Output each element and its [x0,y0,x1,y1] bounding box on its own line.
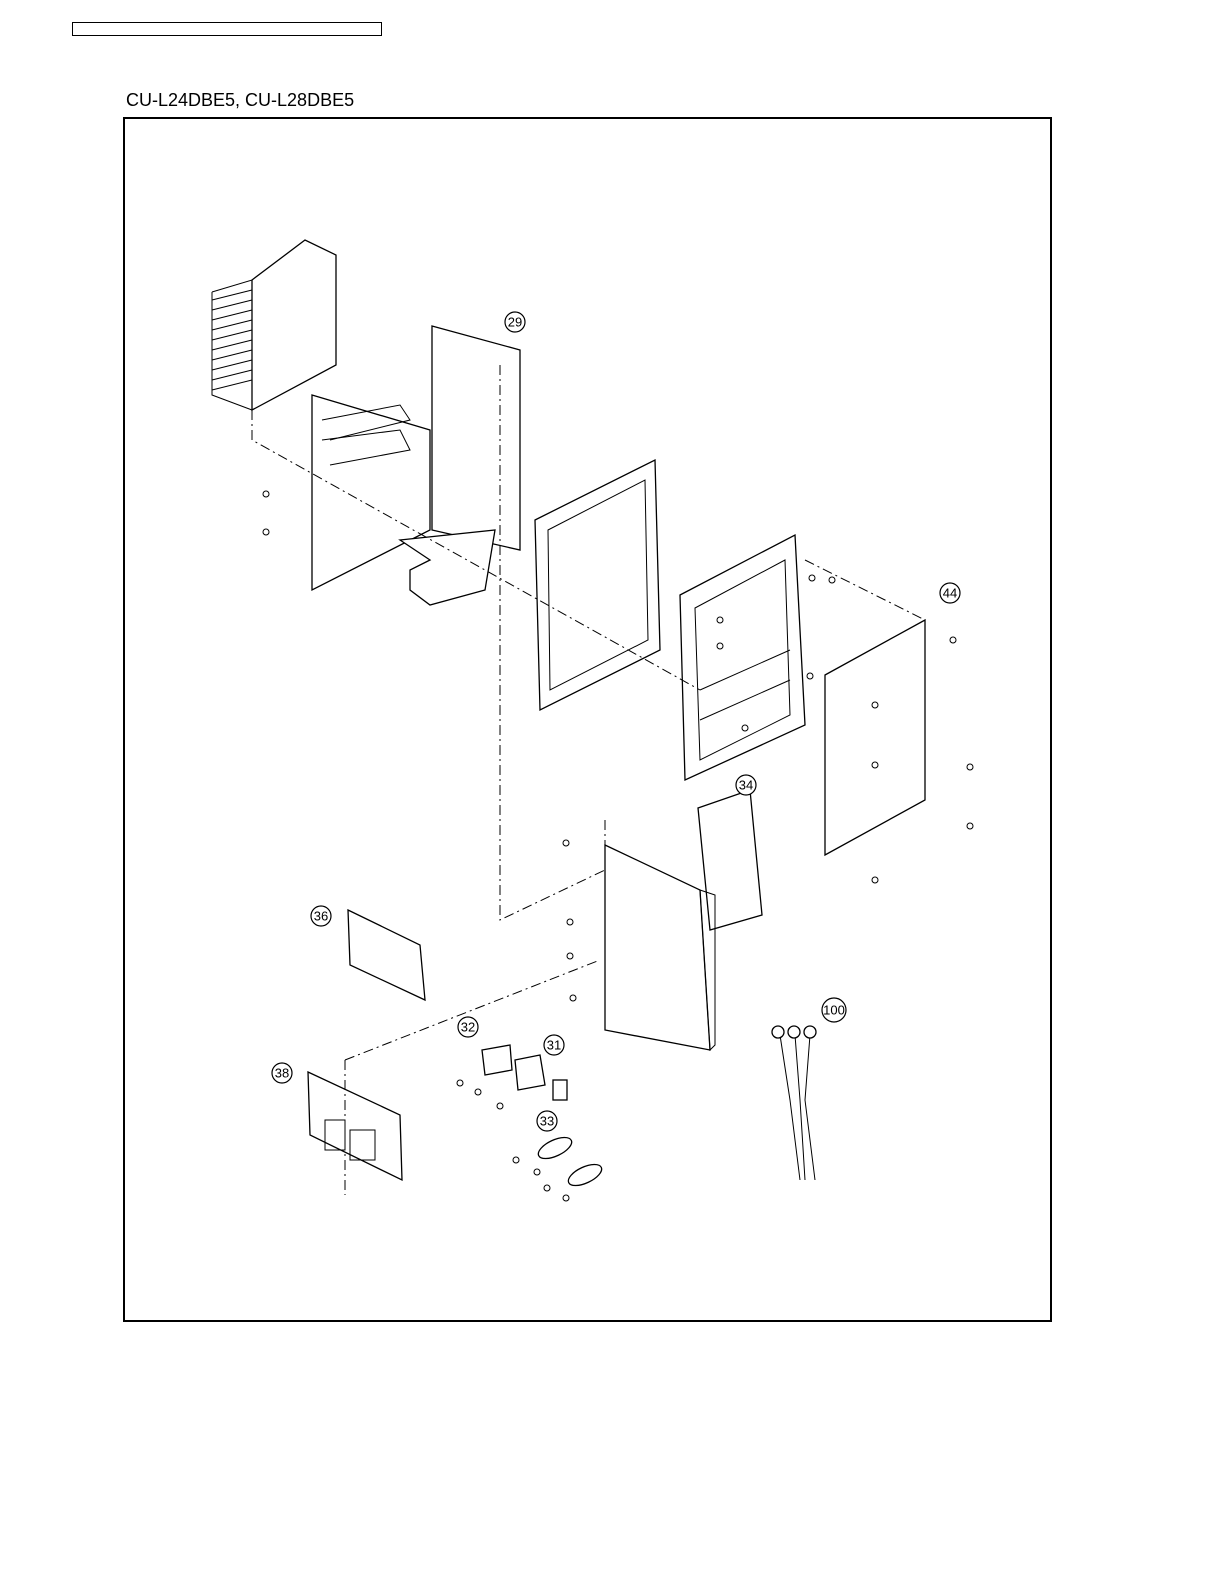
callout-34: 34 [736,775,756,795]
control-box [680,535,805,780]
callout-38-label: 38 [275,1066,289,1081]
callout-29: 29 [505,312,525,332]
callout-29-label: 29 [508,315,522,330]
grommets [535,1133,604,1190]
callout-32-label: 32 [461,1020,475,1035]
pcb-36 [348,910,425,1000]
part-33 [553,1080,567,1100]
wire-harness-100 [772,1026,816,1180]
callout-31: 31 [544,1035,564,1055]
callout-100: 100 [822,998,846,1022]
callout-36: 36 [311,906,331,926]
callout-31-label: 31 [547,1038,561,1053]
callout-33-label: 33 [540,1114,554,1129]
callout-44: 44 [940,583,960,603]
heat-sink [212,240,336,410]
callout-34-label: 34 [739,778,753,793]
pcb-38 [308,1072,402,1180]
terminal-block-32 [482,1045,512,1075]
callout-38: 38 [272,1063,292,1083]
callout-33: 33 [537,1111,557,1131]
cover-plate-44 [825,620,925,855]
callout-32: 32 [458,1017,478,1037]
terminal-block-31 [515,1055,545,1090]
callout-100-label: 100 [823,1003,845,1018]
plate-34 [698,790,762,930]
frame-panel [535,460,660,710]
bracket-part-29 [312,326,520,605]
callout-44-label: 44 [943,586,957,601]
chassis-base [605,845,715,1050]
callout-36-label: 36 [314,909,328,924]
